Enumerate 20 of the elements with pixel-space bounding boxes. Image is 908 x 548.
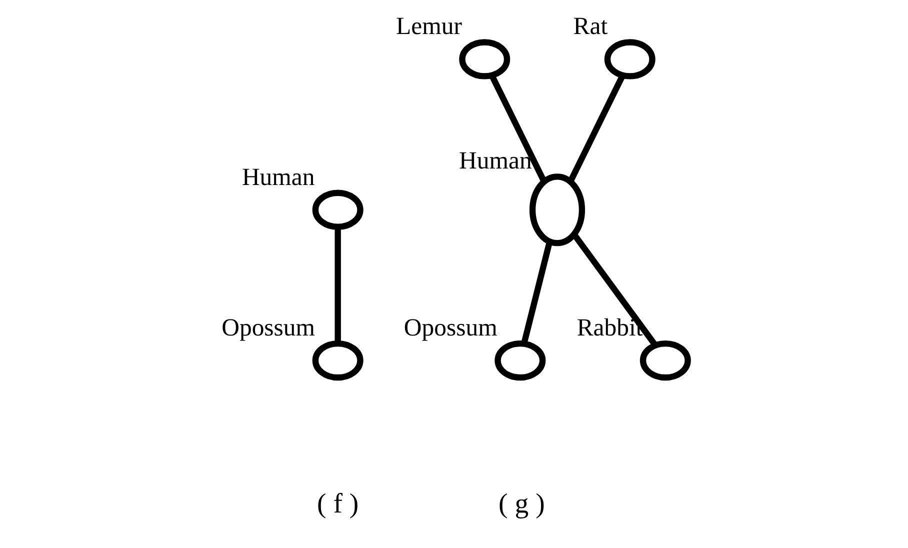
node-label: Opossum (221, 314, 315, 342)
connector (571, 232, 658, 347)
node-circle (604, 39, 655, 80)
node-circle (312, 190, 363, 230)
node-circle (639, 340, 690, 381)
node-label: Human (458, 148, 532, 175)
node-label: Rat (572, 13, 608, 40)
connector (567, 74, 625, 183)
node-circle (458, 39, 510, 80)
connector (520, 241, 552, 344)
connector (334, 227, 340, 344)
label: ( f ) (316, 488, 358, 520)
connector (488, 74, 546, 183)
node-circle (312, 340, 363, 381)
label: ( g ) (498, 488, 544, 520)
node-label: Human (241, 164, 314, 191)
node-circle (494, 340, 546, 381)
node-label: Opossum (403, 314, 497, 342)
node-circle (528, 174, 585, 246)
node-label: Lemur (396, 13, 462, 40)
